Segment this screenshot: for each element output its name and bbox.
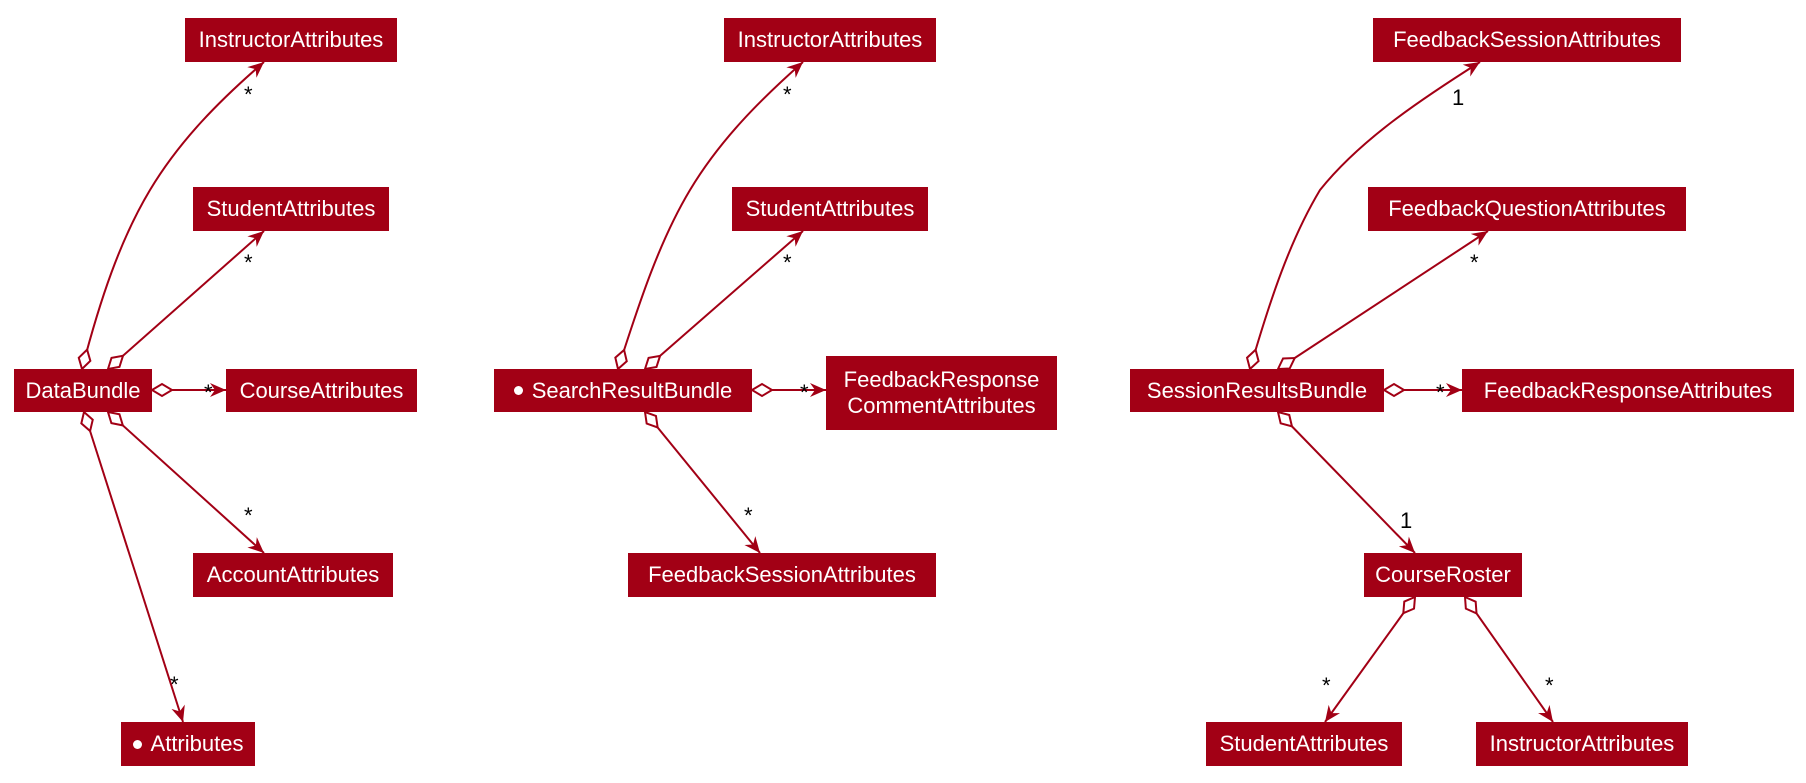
feedbackresponseattributes-class[interactable]: FeedbackResponseAttributes xyxy=(1462,369,1794,412)
edge-databundle-attributes xyxy=(83,411,185,723)
aggregation-diamond-icon xyxy=(106,410,125,427)
searchresultbundle-class[interactable]: SearchResultBundle xyxy=(494,369,752,412)
multiplicity-label: * xyxy=(783,250,792,275)
multiplicity-label: * xyxy=(744,503,753,528)
studentattributes-class[interactable]: StudentAttributes xyxy=(732,187,928,231)
edge-sessionresults-courseroster xyxy=(1277,411,1416,554)
databundle-class[interactable]: DataBundle xyxy=(14,369,152,412)
aggregation-diamond-icon xyxy=(1276,410,1294,428)
aggregation-diamond-icon xyxy=(643,410,659,430)
multiplicity-label: * xyxy=(800,380,809,405)
edge-databundle-accountattributes xyxy=(107,411,265,554)
instructorattributes-class[interactable]: InstructorAttributes xyxy=(185,18,397,62)
multiplicity-label: 1 xyxy=(1400,508,1412,533)
multiplicity-label: * xyxy=(244,82,253,107)
multiplicity-label: * xyxy=(1436,380,1445,405)
studentattributes-class[interactable]: StudentAttributes xyxy=(1206,722,1402,766)
aggregation-diamond-icon xyxy=(80,410,94,433)
multiplicity-label: * xyxy=(1545,673,1554,698)
multiplicity-label: * xyxy=(1470,250,1479,275)
instructorattributes-class[interactable]: InstructorAttributes xyxy=(1476,722,1688,766)
feedbackquestionattributes-class[interactable]: FeedbackQuestionAttributes xyxy=(1368,187,1686,231)
multiplicity-label: * xyxy=(204,380,213,405)
attributes-class[interactable]: Attributes xyxy=(121,722,255,766)
edge-searchresult-studentattributes xyxy=(644,230,804,370)
aggregation-diamond-icon xyxy=(77,347,92,371)
sessionresultsbundle-class[interactable]: SessionResultsBundle xyxy=(1130,369,1384,412)
aggregation-diamond-icon xyxy=(1245,347,1260,371)
aggregation-diamond-icon xyxy=(1402,595,1417,615)
multiplicity-label: * xyxy=(244,250,253,275)
accountattributes-class[interactable]: AccountAttributes xyxy=(193,553,393,597)
feedbacksessionattributes-class[interactable]: FeedbackSessionAttributes xyxy=(628,553,936,597)
multiplicity-label: * xyxy=(783,82,792,107)
feedbackresponsecommentattributes-class[interactable]: FeedbackResponse CommentAttributes xyxy=(826,356,1057,430)
edge-courseroster-studentattributes xyxy=(1324,596,1416,723)
aggregation-diamond-icon xyxy=(614,348,628,371)
bullet-icon xyxy=(513,386,523,395)
feedbacksessionattributes-class[interactable]: FeedbackSessionAttributes xyxy=(1373,18,1681,62)
aggregation-diamond-icon xyxy=(106,354,125,371)
bullet-icon xyxy=(132,739,142,749)
aggregation-diamond-icon xyxy=(1463,595,1478,615)
aggregation-diamond-icon xyxy=(1276,356,1297,371)
studentattributes-class[interactable]: StudentAttributes xyxy=(193,187,389,231)
multiplicity-label: * xyxy=(244,503,253,528)
edge-databundle-studentattributes xyxy=(107,230,265,370)
multiplicity-label: * xyxy=(170,672,179,697)
edge-sessionresults-feedbacksession xyxy=(1249,61,1481,370)
edge-courseroster-instructorattributes xyxy=(1464,596,1554,723)
aggregation-diamond-icon xyxy=(643,354,662,371)
courseroster-class[interactable]: CourseRoster xyxy=(1364,553,1522,597)
aggregation-diamond-icon xyxy=(750,382,774,398)
edge-databundle-instructorattributes xyxy=(81,61,265,370)
edge-sessionresults-feedbackquestion xyxy=(1277,230,1489,370)
multiplicity-label: * xyxy=(1322,673,1331,698)
edge-searchresult-instructorattributes xyxy=(617,61,804,370)
multiplicity-label: 1 xyxy=(1452,85,1464,110)
courseattributes-class[interactable]: CourseAttributes xyxy=(226,369,417,412)
aggregation-diamond-icon xyxy=(1382,382,1406,398)
edge-searchresult-feedbacksession xyxy=(644,411,761,554)
instructorattributes-class[interactable]: InstructorAttributes xyxy=(724,18,936,62)
aggregation-diamond-icon xyxy=(150,382,174,398)
